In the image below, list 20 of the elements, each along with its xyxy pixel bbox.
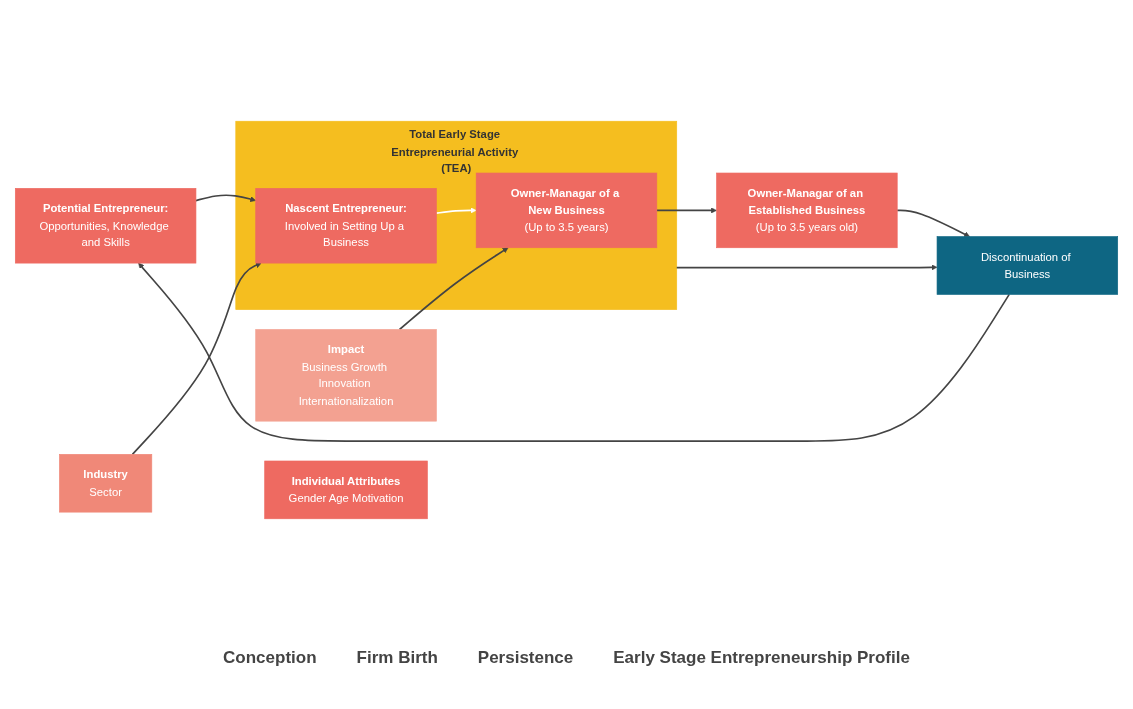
node-box: Industry Sector — [59, 454, 153, 513]
arrow — [435, 207, 477, 214]
node-box: Individual Attributes Gender Age Motivation — [264, 460, 428, 520]
stage-label: Conception — [223, 648, 317, 668]
arrow — [195, 194, 256, 202]
stage-label: Early Stage Entrepreneurship Profile — [613, 648, 910, 668]
arrow — [398, 247, 509, 331]
node-box: Nascent Entrepreneur: Involved in Setting Up a Business — [255, 188, 437, 264]
arrow — [896, 209, 970, 237]
arrow — [138, 262, 1011, 442]
stage-label: Persistence — [477, 648, 574, 668]
stage-label: Firm Birth — [356, 648, 438, 668]
node-box: Potential Entrepreneur: Opportunities, Knowledge and Skills — [15, 188, 197, 264]
arrow — [131, 262, 262, 456]
arrow — [656, 207, 717, 214]
node-box: Impact Business Growth Innovation Internationalization — [255, 329, 437, 422]
node-box: Owner-Managar of a New Business (Up to 3.5 years) — [475, 172, 658, 249]
node-box: Discontinuation of Business — [936, 236, 1118, 295]
arrow — [675, 264, 938, 271]
node-box: Owner-Managar of an Established Business (Up to 3.5 years old) — [716, 172, 898, 249]
